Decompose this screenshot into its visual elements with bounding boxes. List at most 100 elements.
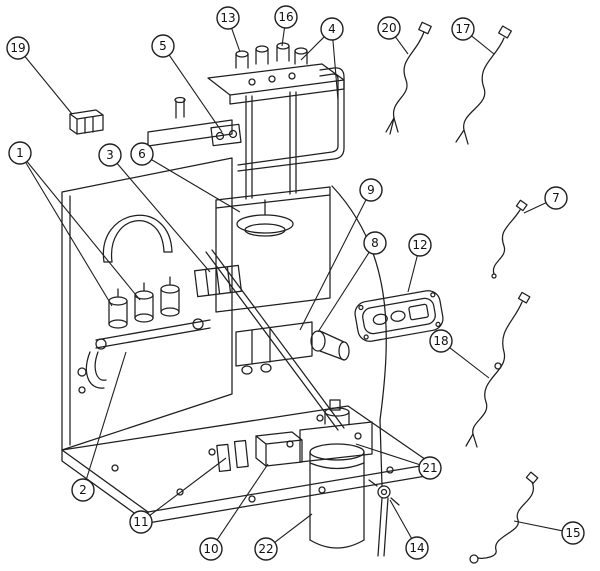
leader-line-5 — [168, 54, 223, 133]
callout-number-2: 2 — [79, 483, 87, 497]
callout-circle-12 — [408, 233, 432, 257]
leader-line-13 — [231, 28, 241, 53]
part-terminal-connector — [69, 109, 104, 135]
callout-circle-20 — [377, 16, 401, 40]
callout-balloon-3: 3 — [98, 143, 122, 167]
callout-balloon-15: 15 — [561, 521, 585, 545]
callout-balloon-11: 11 — [129, 510, 153, 534]
callout-circle-15 — [561, 521, 585, 545]
callout-number-6: 6 — [138, 147, 146, 161]
callout-balloon-5: 5 — [151, 34, 175, 58]
callout-number-21: 21 — [422, 461, 437, 475]
callout-balloon-12: 12 — [408, 233, 432, 257]
part-solenoid-valve-manifold — [85, 264, 243, 389]
callout-balloon-9: 9 — [359, 178, 383, 202]
callout-circle-16 — [274, 5, 298, 29]
callout-circle-13 — [216, 6, 240, 30]
callout-circle-7 — [544, 186, 568, 210]
leader-lines — [24, 27, 563, 543]
leader-line-4 — [300, 36, 325, 61]
callout-balloon-22: 22 — [254, 537, 278, 561]
callout-circle-8 — [363, 231, 387, 255]
callout-balloon-14: 14 — [405, 536, 429, 560]
callout-number-14: 14 — [409, 541, 424, 555]
leader-line-2 — [85, 351, 127, 480]
callout-balloon-1: 1 — [8, 141, 32, 165]
leader-line-22 — [274, 513, 313, 543]
callout-circle-11 — [129, 510, 153, 534]
leader-line-9 — [299, 199, 367, 331]
callout-circle-4 — [320, 17, 344, 41]
leader-line-1 — [25, 162, 113, 307]
leader-line-8 — [317, 252, 370, 333]
part-boiler-tank — [215, 91, 331, 313]
leader-line-15 — [513, 520, 563, 532]
callout-balloon-2: 2 — [71, 478, 95, 502]
callout-circle-1 — [8, 141, 32, 165]
callout-balloon-16: 16 — [274, 5, 298, 29]
leader-line-21 — [355, 443, 420, 466]
part-pump-assembly — [205, 249, 350, 431]
callout-number-15: 15 — [565, 526, 580, 540]
callout-circle-10 — [199, 537, 223, 561]
callout-balloon-20: 20 — [377, 16, 401, 40]
callout-number-13: 13 — [220, 11, 235, 25]
leader-line-19 — [24, 56, 73, 115]
part-wire-7 — [491, 199, 528, 279]
callout-circle-19 — [6, 36, 30, 60]
callout-circle-18 — [429, 329, 453, 353]
leader-line-18 — [449, 347, 490, 379]
callout-circle-17 — [451, 17, 475, 41]
callout-number-9: 9 — [367, 183, 375, 197]
callout-balloon-7: 7 — [544, 186, 568, 210]
leader-line-6 — [151, 159, 241, 213]
callout-balloon-18: 18 — [429, 329, 453, 353]
callout-circle-6 — [130, 142, 154, 166]
callout-balloon-8: 8 — [363, 231, 387, 255]
leader-line-17 — [471, 35, 495, 55]
callout-circle-3 — [98, 143, 122, 167]
callout-number-18: 18 — [433, 334, 448, 348]
part-wire-harness-17 — [455, 25, 512, 145]
callout-number-12: 12 — [412, 238, 427, 252]
leader-line-12 — [407, 255, 418, 293]
callout-circle-9 — [359, 178, 383, 202]
leader-line-14 — [389, 499, 413, 539]
callout-number-10: 10 — [203, 542, 218, 556]
leader-line-11 — [149, 457, 227, 516]
callout-number-22: 22 — [258, 542, 273, 556]
callout-number-5: 5 — [159, 39, 167, 53]
callout-circle-21 — [418, 456, 442, 480]
leader-line-16 — [281, 27, 286, 47]
callout-number-1: 1 — [16, 146, 24, 160]
callout-number-20: 20 — [381, 21, 396, 35]
callout-number-11: 11 — [133, 515, 148, 529]
part-inlet-pipe — [102, 214, 173, 263]
callout-balloon-13: 13 — [216, 6, 240, 30]
leader-line-4 — [332, 39, 339, 101]
callout-number-3: 3 — [106, 148, 114, 162]
callout-circle-14 — [405, 536, 429, 560]
part-wire-15 — [469, 471, 539, 564]
part-drain-valve — [331, 185, 400, 557]
callout-balloon-4: 4 — [320, 17, 344, 41]
callout-number-19: 19 — [10, 41, 25, 55]
part-clamp-bracket — [216, 439, 249, 473]
callout-number-4: 4 — [328, 22, 336, 36]
part-junction-box — [255, 431, 303, 467]
callout-balloon-21: 21 — [418, 456, 442, 480]
callout-balloon-10: 10 — [199, 537, 223, 561]
part-control-panel — [354, 290, 444, 342]
callout-circle-22 — [254, 537, 278, 561]
leader-line-7 — [523, 202, 547, 214]
callout-circle-2 — [71, 478, 95, 502]
leader-line-20 — [395, 36, 409, 55]
callout-number-7: 7 — [552, 191, 560, 205]
part-top-plate-assembly — [147, 42, 345, 172]
callout-number-16: 16 — [278, 10, 293, 24]
part-filter-canister — [299, 399, 373, 549]
callout-number-8: 8 — [371, 236, 379, 250]
part-wire-18 — [465, 291, 531, 448]
